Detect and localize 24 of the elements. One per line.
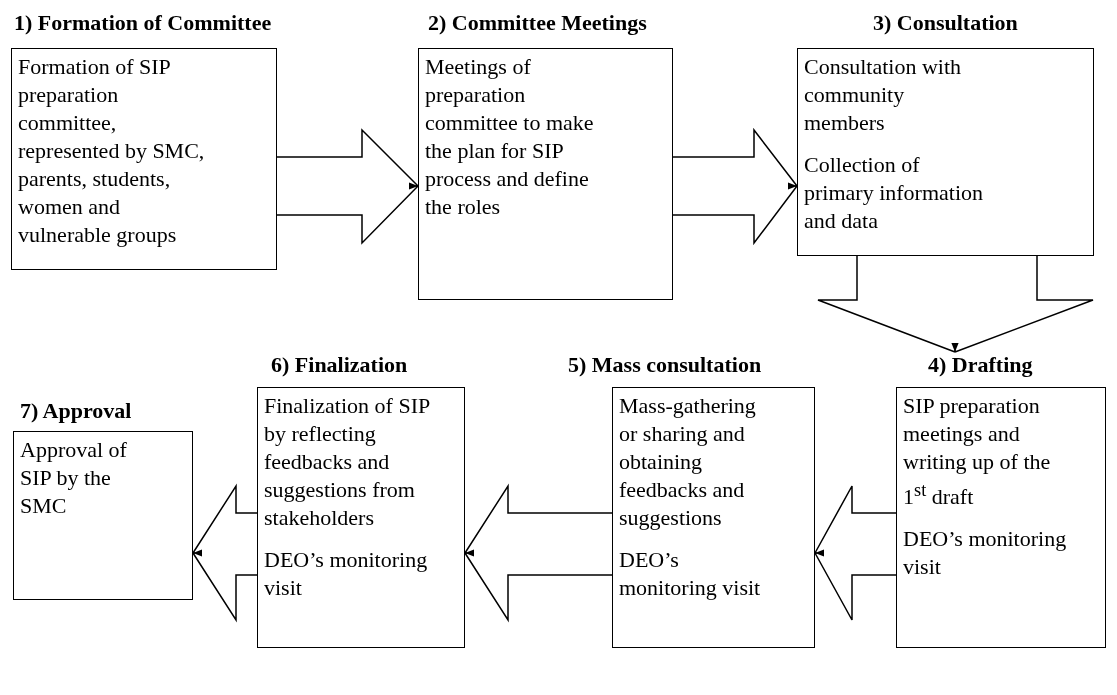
step-description: SIP preparation meetings and writing up of the 1$^{st}$ draft <box>903 392 1052 512</box>
step-heading: 1) Formation of Committee <box>14 10 272 36</box>
step-heading: 3) Consultation <box>873 10 1018 36</box>
step-description: DEO’s monitoring visit <box>619 546 762 602</box>
step-heading: 2) Committee Meetings <box>428 10 647 36</box>
step-heading: 4) Drafting <box>928 352 1033 378</box>
step-description: Approval of SIP by the SMC <box>20 436 128 520</box>
step-heading: 6) Finalization <box>271 352 408 378</box>
block-arrow <box>192 483 258 623</box>
step-description: Mass-gathering or sharing and obtaining feedbacks and suggestions <box>619 392 757 532</box>
step-description: Meetings of preparation committee to make the plan for SIP process and define the roles <box>425 53 595 221</box>
step-heading: 7) Approval <box>20 398 132 424</box>
step-description: Formation of SIP preparation committee, represented by SMC, parents, students, women and vulnerable groups <box>18 53 206 249</box>
block-arrow <box>276 128 419 245</box>
block-arrow <box>814 485 897 621</box>
step-description: Consultation with community members <box>804 53 963 137</box>
block-arrow <box>464 483 613 623</box>
block-arrow <box>817 255 1094 353</box>
step-description: Collection of primary information and data <box>804 151 984 235</box>
step-description: Finalization of SIP by reflecting feedbacks and suggestions from stakeholders <box>264 392 431 532</box>
step-description: DEO’s monitoring visit <box>264 546 429 602</box>
step-heading: 5) Mass consultation <box>568 352 762 378</box>
step-description: DEO’s monitoring visit <box>903 525 1068 582</box>
block-arrow <box>672 127 798 246</box>
